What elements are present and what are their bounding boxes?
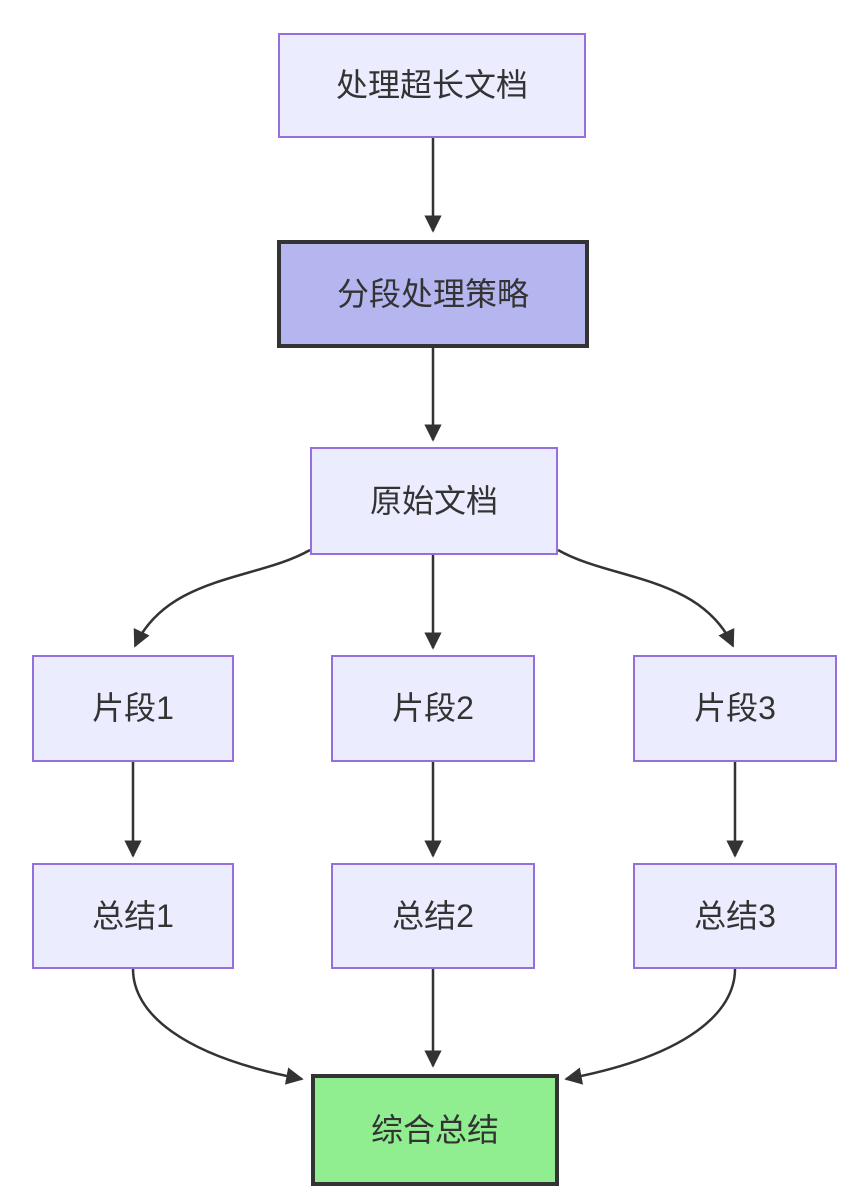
node-label: 处理超长文档 bbox=[335, 67, 528, 104]
node-label: 综合总结 bbox=[370, 1111, 499, 1148]
node-fragment-1: 片段1 bbox=[32, 655, 234, 762]
node-label: 片段3 bbox=[694, 690, 776, 727]
node-label: 总结2 bbox=[392, 897, 474, 934]
node-label: 总结1 bbox=[92, 897, 174, 934]
node-final-summary: 综合总结 bbox=[311, 1074, 559, 1186]
edge-summary-3-to-final bbox=[564, 968, 737, 1085]
edge-summary-1-to-final bbox=[131, 968, 304, 1085]
node-summary-3: 总结3 bbox=[633, 863, 837, 969]
node-original-document: 原始文档 bbox=[310, 447, 558, 555]
node-summary-2: 总结2 bbox=[331, 863, 535, 969]
node-label: 原始文档 bbox=[369, 482, 498, 519]
node-fragment-3: 片段3 bbox=[633, 655, 837, 762]
node-segmentation-strategy: 分段处理策略 bbox=[277, 240, 589, 348]
node-fragment-2: 片段2 bbox=[331, 655, 535, 762]
node-label: 片段2 bbox=[392, 690, 474, 727]
node-label: 总结3 bbox=[694, 897, 776, 934]
node-label: 片段1 bbox=[92, 690, 174, 727]
edge-original-to-fragment-1 bbox=[133, 548, 311, 648]
node-summary-1: 总结1 bbox=[32, 863, 234, 969]
edge-original-to-fragment-3 bbox=[557, 548, 735, 648]
node-process-long-document: 处理超长文档 bbox=[278, 33, 586, 138]
node-label: 分段处理策略 bbox=[336, 275, 529, 312]
